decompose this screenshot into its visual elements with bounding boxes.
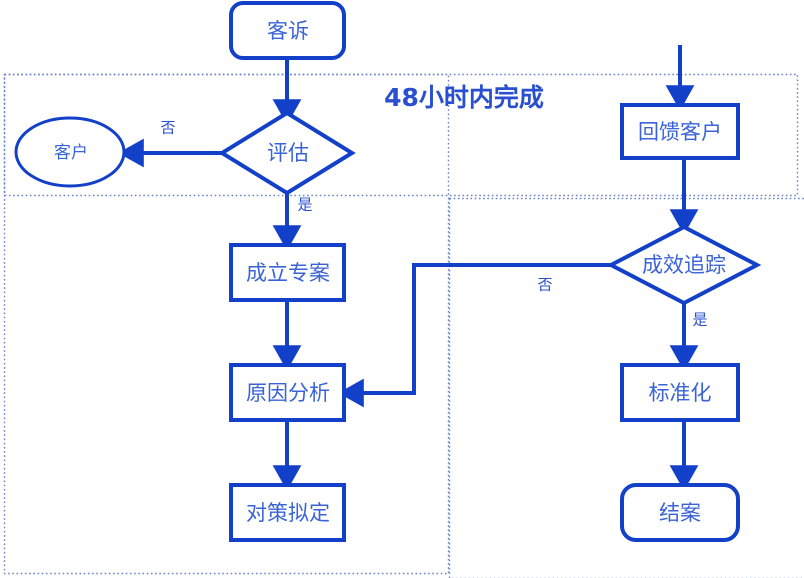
annotation-48-hours: 48小时内完成 xyxy=(384,83,544,112)
node-root-cause-analysis[interactable]: 原因分析 xyxy=(229,363,346,422)
node-feedback-customer-shape xyxy=(620,103,740,160)
node-countermeasure-planning-label: 对策拟定 xyxy=(246,501,330,525)
node-case-closed-label: 结案 xyxy=(659,501,701,525)
node-establish-project-label: 成立专案 xyxy=(246,261,330,285)
node-feedback-customer[interactable]: 回馈客户 xyxy=(620,103,740,160)
connector-tracking-to-rootcause xyxy=(338,263,611,408)
node-evaluate[interactable]: 评估 xyxy=(218,110,356,196)
node-standardization[interactable]: 标准化 xyxy=(620,363,740,422)
node-establish-project-shape xyxy=(229,243,346,302)
edge-label-evaluate-yes: 是 xyxy=(297,196,312,214)
edge-label-tracking-no: 否 xyxy=(537,276,552,294)
node-effectiveness-tracking[interactable]: 成效追踪 xyxy=(606,224,762,306)
node-root-cause-analysis-shape xyxy=(229,363,346,422)
node-customer[interactable]: 客户 xyxy=(14,116,126,188)
node-standardization-label: 标准化 xyxy=(649,381,712,405)
edge-label-evaluate-no: 否 xyxy=(160,119,175,137)
node-establish-project[interactable]: 成立专案 xyxy=(229,243,346,302)
node-customer-label: 客户 xyxy=(54,143,88,163)
node-case-closed[interactable]: 结案 xyxy=(620,483,740,542)
group-box-followup-phase xyxy=(448,197,804,578)
node-effectiveness-tracking-shape xyxy=(606,224,762,306)
node-customer-shape xyxy=(14,116,126,188)
node-countermeasure-planning[interactable]: 对策拟定 xyxy=(229,483,346,542)
node-complaint-label: 客诉 xyxy=(267,19,309,43)
node-root-cause-analysis-label: 原因分析 xyxy=(246,381,330,405)
node-evaluate-label: 评估 xyxy=(267,141,309,165)
node-standardization-shape xyxy=(620,363,740,422)
node-countermeasure-planning-shape xyxy=(229,483,346,542)
node-effectiveness-tracking-label: 成效追踪 xyxy=(642,253,726,277)
node-complaint[interactable]: 客诉 xyxy=(229,1,346,60)
node-complaint-shape xyxy=(229,1,346,60)
group-box-left-phase xyxy=(3,73,450,575)
node-feedback-customer-label: 回馈客户 xyxy=(638,120,722,144)
node-evaluate-shape xyxy=(218,110,356,196)
group-box-48hours xyxy=(3,73,799,197)
edge-label-tracking-yes: 是 xyxy=(692,311,707,329)
node-case-closed-shape xyxy=(620,483,740,542)
